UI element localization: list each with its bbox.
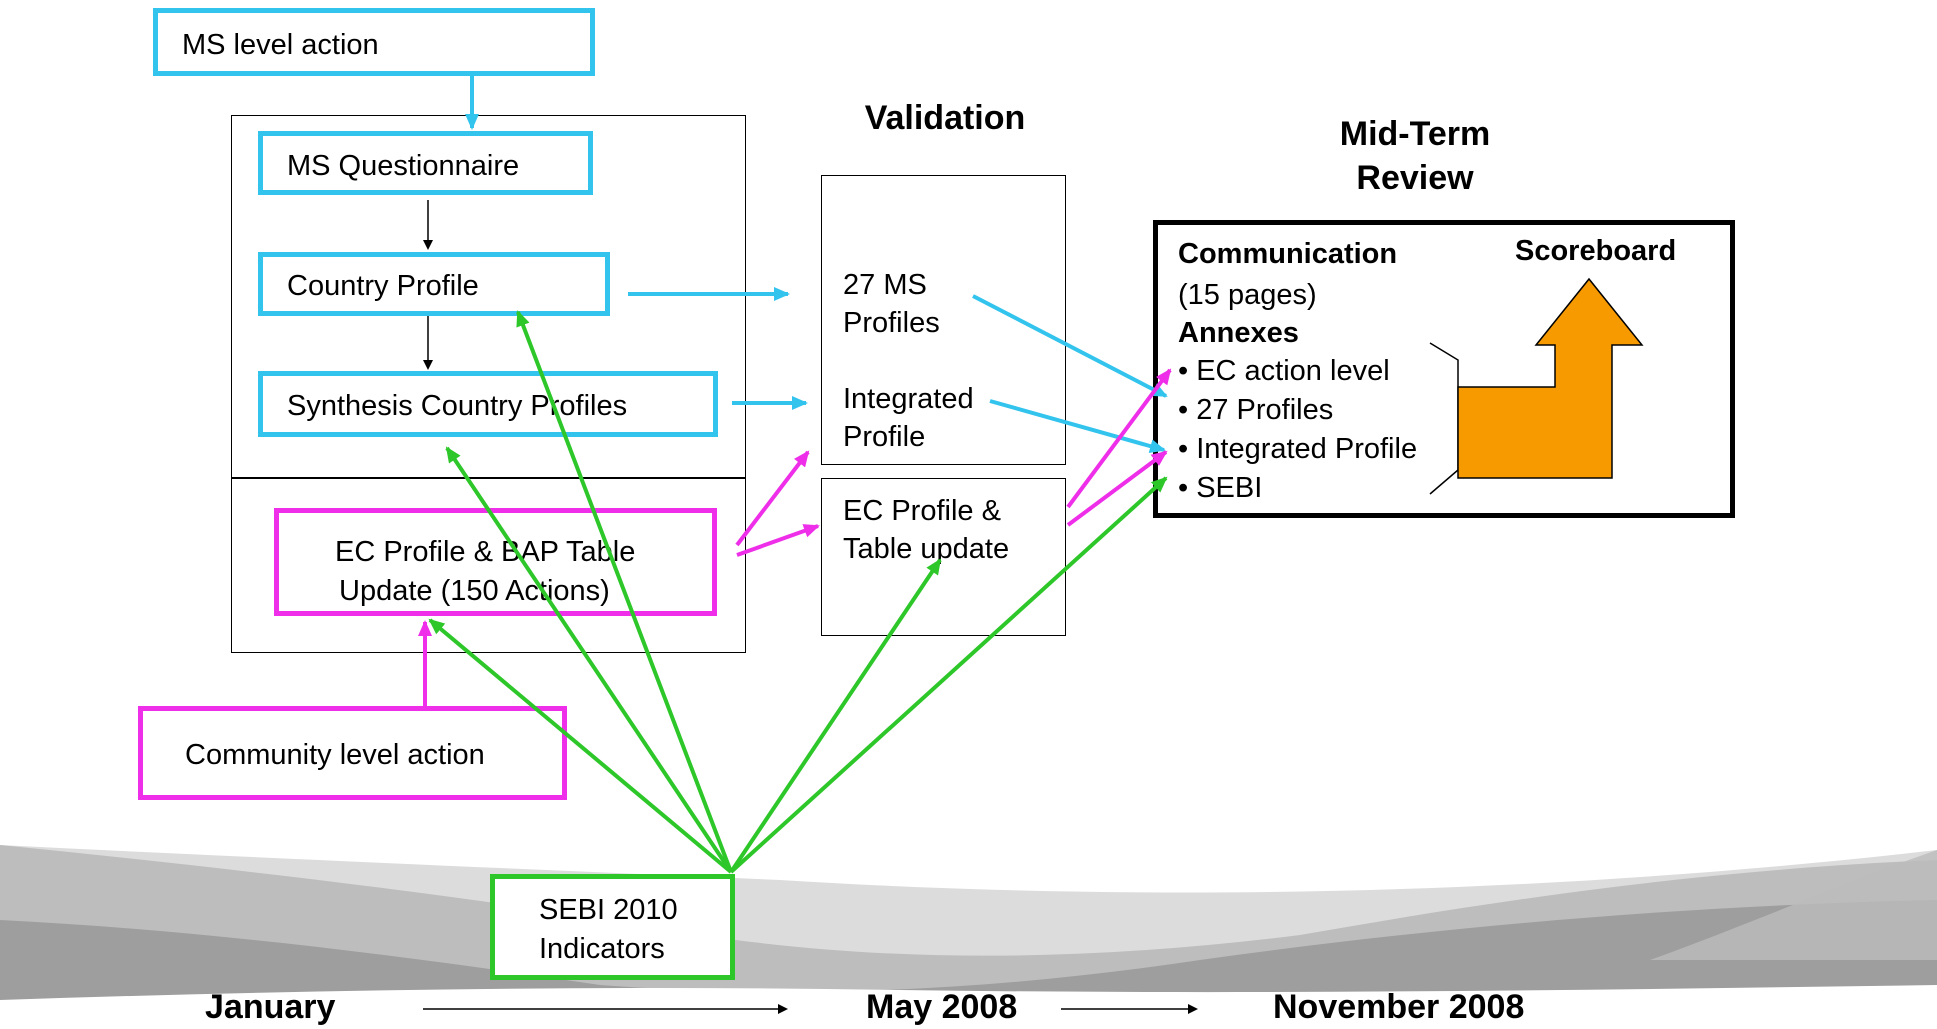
bullet-integrated-profile: • Integrated Profile [1178,433,1418,465]
ec-update-line2: Table update [843,533,1010,565]
scoreboard-arrow [1457,277,1644,479]
ec-profile-bap-line2: Update (150 Actions) [339,575,610,607]
bullet-27-profiles: • 27 Profiles [1178,394,1334,426]
timeline-end: November 2008 [1273,988,1525,1026]
arrow-ec-to-integrated [735,450,810,547]
ms-questionnaire-box: MS Questionnaire [258,131,593,195]
synthesis-label: Synthesis Country Profiles [287,390,628,422]
arrow-ec-to-ec-update [736,524,820,557]
integrated-line1: Integrated [843,383,974,415]
review-title-line2: Review [1356,159,1474,197]
timeline-start: January [205,988,336,1026]
community-level-action-label: Community level action [185,739,485,771]
communication-label: Communication [1178,238,1398,270]
ec-profile-bap-box: EC Profile & BAP Table Update (150 Actio… [274,508,717,616]
ms-profiles-line1: 27 MS [843,269,927,301]
arrow-sebi-to-ec-update [729,558,942,874]
arrow-ec-update-to-ec-action [1066,368,1172,509]
scoreboard-label: Scoreboard [1515,235,1677,267]
ec-update-line1: EC Profile & [843,495,1001,527]
pages-label: (15 pages) [1178,279,1317,311]
arrow-ms-profiles-to-review [972,294,1168,398]
sebi-indicators-box: SEBI 2010 Indicators [490,874,735,980]
community-level-action-box: Community level action [138,706,567,800]
arrow-ec-update-to-integrated [1066,450,1168,527]
bullet-sebi: • SEBI [1178,472,1263,504]
mid-term-review-box [1153,220,1735,518]
arrow-sebi-to-review [729,476,1168,874]
sebi-line1: SEBI 2010 [539,894,678,926]
ms-group-frame [231,115,746,478]
ms-profiles-line2: Profiles [843,307,940,339]
annex-bracket [1429,342,1459,495]
ms-level-action-label: MS level action [182,29,379,61]
arrow-integrated-to-review [989,399,1166,453]
bullet-ec-action-level: • EC action level [1178,355,1390,387]
ec-profile-bap-line1: EC Profile & BAP Table [335,536,636,568]
ms-level-action-box: MS level action [153,8,595,76]
validation-title: Validation [864,99,1026,137]
integrated-line2: Profile [843,421,926,453]
country-profile-label: Country Profile [287,270,479,302]
arrow-sebi-to-synthesis [445,446,733,874]
annexes-label: Annexes [1178,317,1299,349]
timeline-middle: May 2008 [866,988,1018,1026]
sebi-line2: Indicators [539,933,665,965]
ec-group-frame [231,478,746,653]
synthesis-box: Synthesis Country Profiles [258,371,718,437]
review-title-line1: Mid-Term [1339,115,1491,153]
validation-bottom-frame [821,478,1066,636]
arrow-sebi-to-country [516,310,733,873]
arrow-sebi-to-ec [428,618,733,874]
validation-top-frame [821,175,1066,465]
country-profile-box: Country Profile [258,252,610,316]
ms-questionnaire-label: MS Questionnaire [287,150,520,182]
